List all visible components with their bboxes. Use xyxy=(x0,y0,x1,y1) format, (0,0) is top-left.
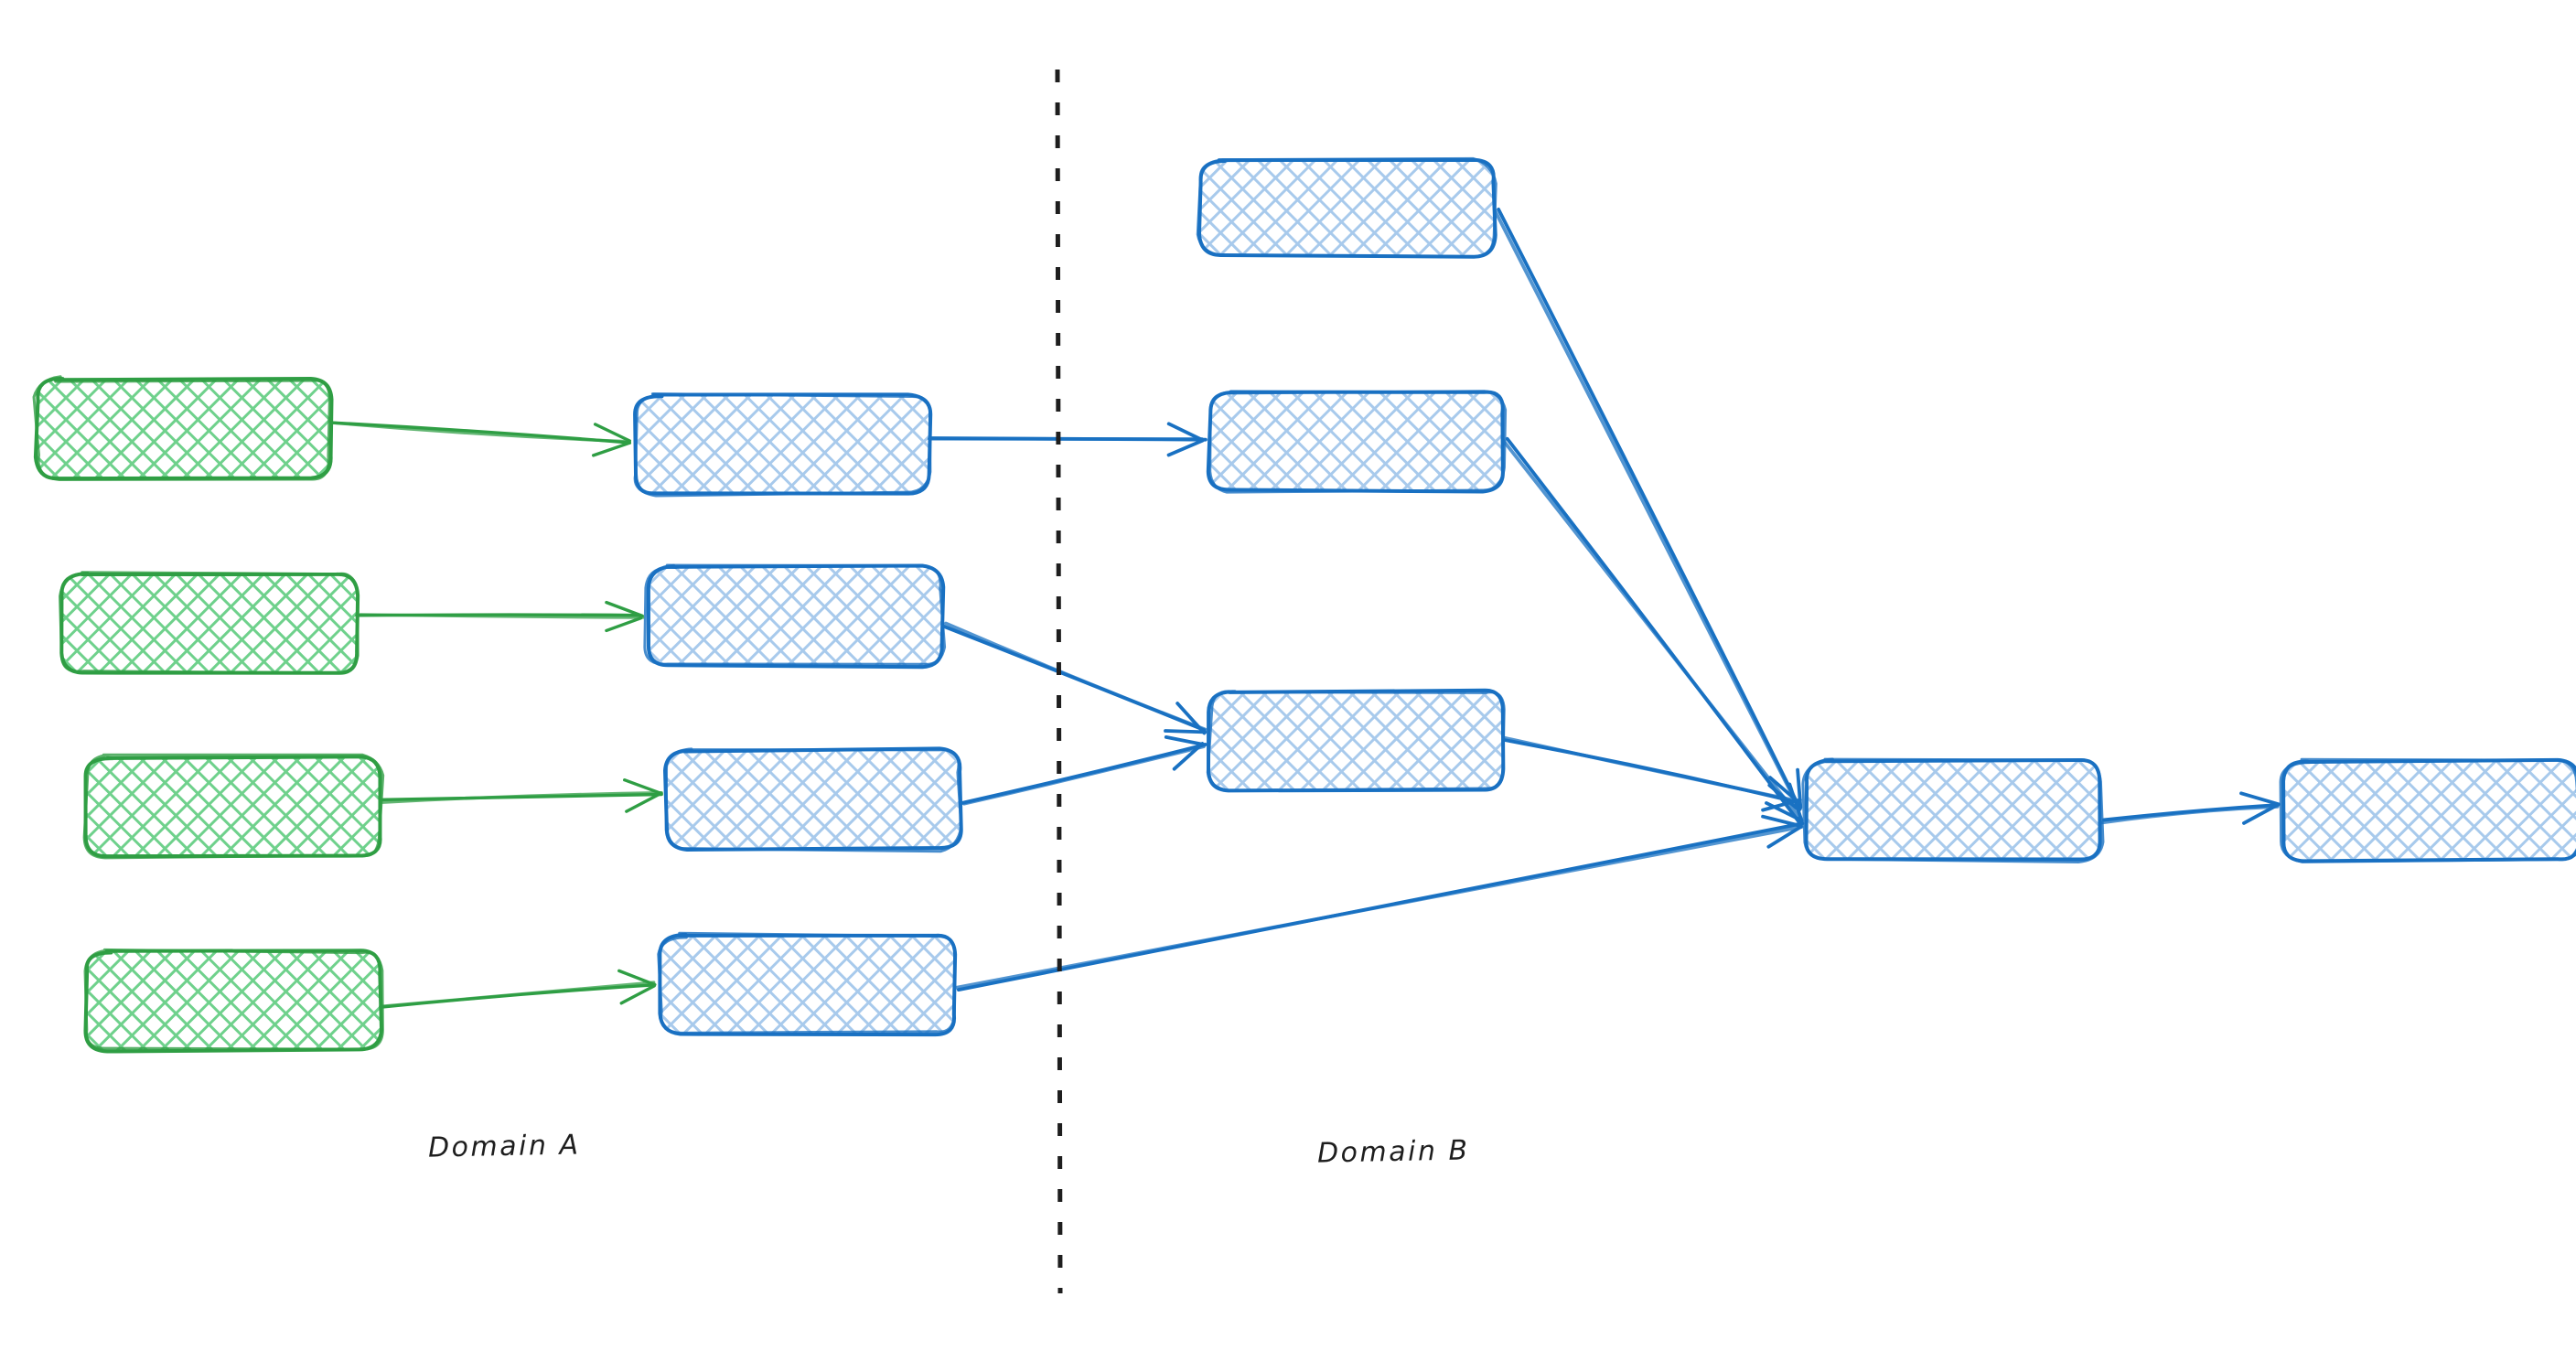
node-b3[interactable] xyxy=(663,746,963,853)
node-a3[interactable] xyxy=(82,753,385,860)
node-out[interactable] xyxy=(2279,757,2576,863)
node-a4[interactable] xyxy=(83,948,384,1054)
edge-c2-to-hub xyxy=(1501,436,1804,824)
domain-b-label: Domain B xyxy=(1316,1134,1470,1170)
divider-layer xyxy=(1055,69,1063,1294)
node-c1[interactable] xyxy=(1196,156,1497,259)
nodes-layer xyxy=(32,156,2576,1054)
node-a2[interactable] xyxy=(59,571,360,675)
edge-a1-to-b1 xyxy=(329,421,632,457)
edge-a3-to-b3 xyxy=(379,778,663,813)
edge-b3-to-c3 xyxy=(959,735,1208,806)
edge-b1-to-c2 xyxy=(927,422,1208,457)
node-b2[interactable] xyxy=(643,563,947,670)
node-c2[interactable] xyxy=(1206,390,1508,494)
node-b1[interactable] xyxy=(633,392,933,498)
edges-layer xyxy=(329,208,2281,1009)
node-hub[interactable] xyxy=(1801,757,2105,864)
edge-c1-to-hub xyxy=(1493,208,1803,812)
edge-a2-to-b2 xyxy=(355,600,645,633)
edge-a4-to-b4 xyxy=(379,969,657,1009)
node-c3[interactable] xyxy=(1206,688,1506,793)
edge-c3-to-hub xyxy=(1503,735,1802,812)
node-b4[interactable] xyxy=(657,931,958,1037)
edge-hub-to-out xyxy=(2098,791,2281,825)
edge-b4-to-hub xyxy=(953,814,1805,992)
node-a1[interactable] xyxy=(32,375,334,481)
domain-a-label: Domain A xyxy=(427,1129,581,1164)
domain-divider xyxy=(1055,69,1063,1294)
edge-b2-to-c3 xyxy=(941,621,1208,735)
